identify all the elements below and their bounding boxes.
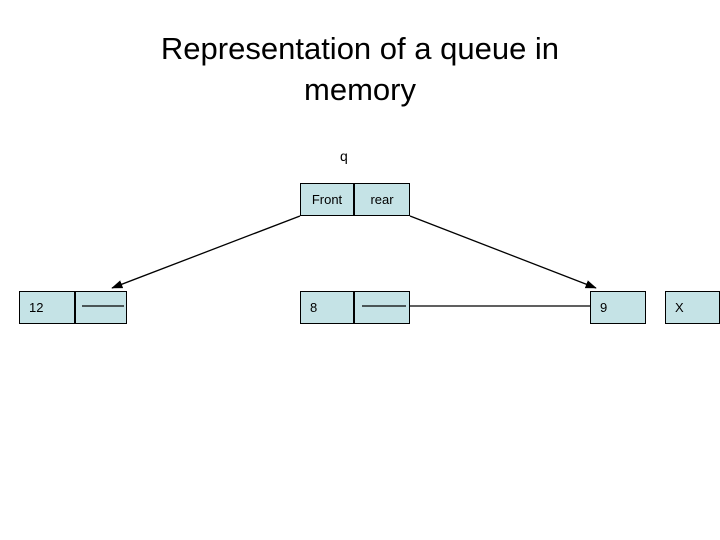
- arrow-front-to-memory: [111, 215, 301, 289]
- memory-cell-empty-1: [75, 291, 127, 324]
- front-cell: Front: [300, 183, 354, 216]
- memory-cell-9: 9: [590, 291, 646, 324]
- queue-variable-label: q: [340, 148, 348, 164]
- memory-cell-9-value: 9: [600, 300, 608, 315]
- memory-cell-8-value: 8: [310, 300, 318, 315]
- memory-cell-empty-2: [354, 291, 410, 324]
- memory-cell-x-value: X: [675, 300, 684, 315]
- front-cell-label: Front: [311, 192, 343, 207]
- rear-cell: rear: [354, 183, 410, 216]
- memory-cell-12: 12: [19, 291, 75, 324]
- memory-cell-12-value: 12: [29, 300, 44, 315]
- rear-cell-label: rear: [370, 192, 394, 207]
- arrow-rear-to-memory: [409, 215, 597, 289]
- memory-cell-8: 8: [300, 291, 354, 324]
- page-title: Representation of a queue in memory: [160, 31, 560, 107]
- memory-cell-x: X: [665, 291, 720, 324]
